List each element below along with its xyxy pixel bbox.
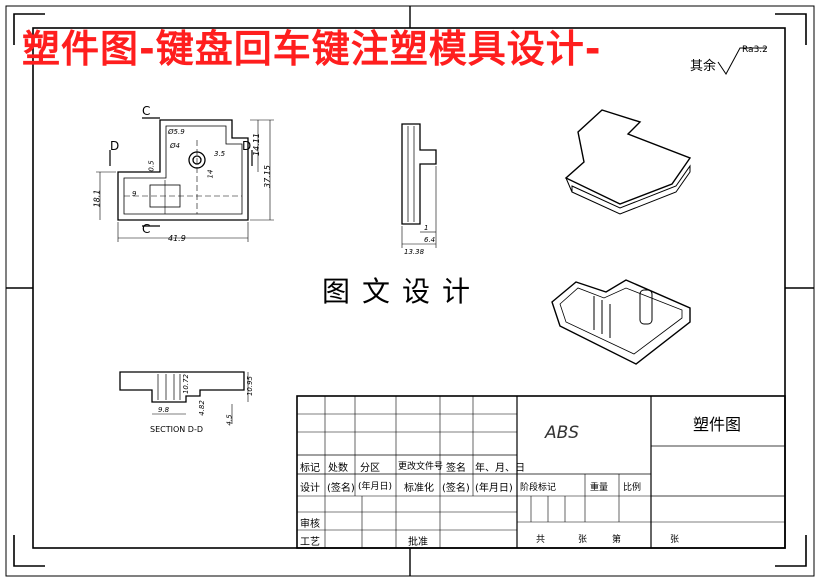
material-value: ABS (545, 423, 580, 443)
side-view (401, 123, 437, 248)
tb-zone: 分区 (360, 463, 380, 474)
tb-sign: 签名 (446, 463, 466, 474)
tb-approve: 批准 (408, 537, 428, 548)
tb-mark: 标记 (300, 463, 320, 474)
tb-standard-sign: (签名) (442, 483, 470, 494)
dim-sec-c: 10.95 (246, 375, 255, 397)
roughness-symbol-icon (717, 47, 766, 75)
page-banner: 塑件图-键盘回车键注塑模具设计- (22, 27, 602, 71)
tb-sheets-1: 张 (578, 535, 588, 545)
roughness-label: 其余 (690, 59, 717, 74)
dim-overall-height: 37.15 (262, 165, 272, 188)
part-name: 塑件图 (693, 415, 742, 434)
tb-date: 年、月、日 (475, 463, 525, 474)
roughness-value: Ra3.2 (742, 45, 768, 55)
dim-sec-d: 4.5 (225, 414, 234, 426)
view-label-d-right: D (242, 139, 252, 153)
tb-scale: 比例 (623, 483, 642, 493)
dim-small-a: 0.5 (147, 160, 156, 172)
view-label-c-top: C (142, 104, 151, 118)
dim-sec-b: 4.82 (197, 400, 206, 416)
dim-small-d: 9 (132, 190, 137, 198)
dim-overall-width: 41.9 (168, 234, 186, 243)
tb-process: 工艺 (300, 537, 320, 548)
dim-hole-inner: Ø4 (170, 142, 180, 150)
dim-small-c: 3.5 (214, 150, 226, 158)
front-view (96, 117, 274, 242)
dim-side-b: 6.4 (424, 236, 436, 244)
tb-review: 审核 (300, 519, 320, 530)
dim-side-width: 13.38 (404, 248, 425, 256)
tb-standard-date: (年月日) (475, 483, 513, 494)
tb-count: 处数 (328, 463, 348, 474)
center-title: 图文设计 (322, 275, 483, 308)
isometric-bottom-view (551, 279, 691, 365)
dim-hole-dia: Ø5.9 (168, 128, 185, 136)
dim-upper-right: 14.11 (251, 133, 261, 156)
tb-total: 共 (536, 535, 546, 545)
isometric-top-view (564, 109, 692, 215)
tb-design-sign: (签名) (327, 483, 355, 494)
tb-change-doc: 更改文件号 (398, 462, 444, 472)
view-label-d-left: D (110, 139, 120, 153)
dim-small-b: 14 (206, 169, 215, 179)
view-label-c-bottom: C (142, 222, 151, 236)
tb-standard: 标准化 (404, 483, 434, 494)
section-caption: SECTION D-D (150, 425, 203, 434)
dim-side-a: 1 (424, 224, 429, 232)
tb-sheets-2: 张 (670, 535, 680, 545)
dim-sec-a: 9.8 (158, 406, 170, 414)
dim-sec-e: 10.72 (182, 373, 191, 395)
dim-left-height: 18.1 (92, 189, 102, 208)
section-view (119, 371, 249, 424)
tb-design-date: (年月日) (358, 482, 393, 492)
title-block-grid (296, 395, 786, 549)
tb-page: 第 (612, 535, 622, 545)
tb-stage-mark: 阶段标记 (520, 483, 557, 493)
tb-design: 设计 (300, 483, 320, 494)
tb-weight: 重量 (590, 483, 609, 493)
